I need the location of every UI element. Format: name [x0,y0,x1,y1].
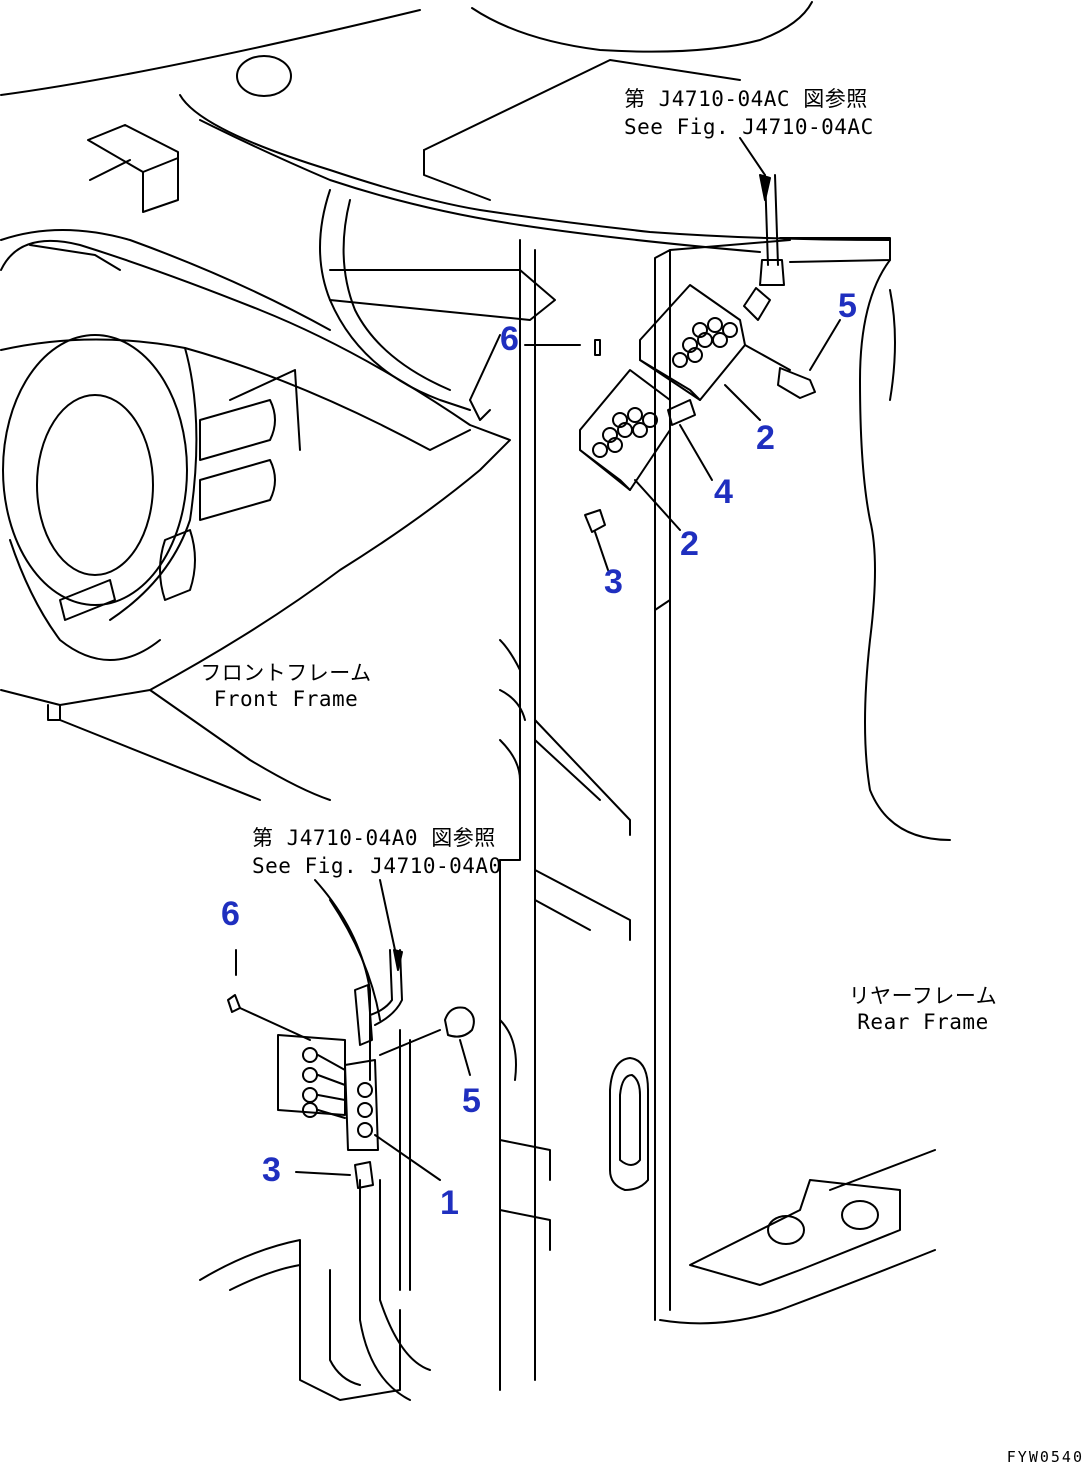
reference-note-upper-jp: 第 J4710-04AC 図参照 [624,87,868,111]
callout-6-upper: 6 [500,320,519,358]
leader-6-lower [235,949,311,1041]
drawing-code: FYW0540 [1006,1448,1084,1466]
rear-frame-side [859,259,951,841]
leader-5-upper [809,319,841,371]
ref-leader-lower [379,879,396,951]
plug-upper [584,509,606,533]
rear-frame-label-en: Rear Frame [857,1010,989,1034]
front-frame-label-en: Front Frame [213,687,359,711]
handle [609,1057,649,1191]
leader-2b-upper [634,479,681,531]
rear-frame-label-jp: リヤーフレーム [848,984,998,1008]
center-pillar-left [319,189,471,411]
callout-3-lower: 3 [262,1151,281,1189]
callout-1-lower: 1 [440,1184,459,1222]
front-frame-outline [0,239,511,706]
nipple-group-upper-b [592,407,658,458]
slot-2 [199,459,276,521]
leader-3-lower [295,1171,351,1176]
top-hood [0,9,741,151]
axle-hole-outer [2,334,188,606]
rear-frame-curve [659,1249,936,1325]
slot-1 [199,399,276,461]
lower-hose-left [314,879,371,1081]
leader-4-upper [679,424,713,481]
manifold-upper-b [579,369,671,491]
callout-4-upper: 4 [714,473,733,511]
hood-edge [179,94,891,241]
bracket-box [87,124,179,213]
fitting-upper [743,259,785,321]
reference-note-upper-en: See Fig. J4710-04AC [624,115,874,139]
leader-3-upper [594,531,609,571]
nipple-group-upper-a [672,317,738,368]
manifold-lower [344,1059,379,1151]
bracket-lower [277,1034,346,1116]
fitting-lower [354,984,373,1046]
slot-3 [159,529,196,601]
callout-6-lower: 6 [221,895,240,933]
plug-lower [354,1161,374,1189]
ref-leader-upper [739,137,766,176]
callout-5-upper: 5 [838,287,857,325]
axle-hole-inner [36,394,154,576]
front-frame-plate [0,338,471,451]
front-frame-label-jp: フロントフレーム [200,661,372,685]
callout-3-upper: 3 [604,563,623,601]
leader-6-upper [469,334,581,401]
connector-upper [667,399,696,426]
callout-5-lower: 5 [462,1082,481,1120]
lower-frame [199,1239,401,1401]
rear-frame-outline [654,249,671,611]
hitch-teeth [534,719,631,941]
top-hole [236,55,292,97]
leader-5-lower [459,1039,471,1076]
slot-4 [59,579,116,621]
callout-2a-upper: 2 [756,419,775,457]
bolt-lower [379,1006,475,1056]
hose-lower [369,949,403,1026]
pin-hole-2 [841,1200,879,1230]
reference-note-lower-en: See Fig. J4710-04A0 [252,854,502,878]
leader-2a-upper [724,384,761,421]
callout-2b-upper: 2 [680,525,699,563]
bolt-upper [744,344,816,399]
reference-note-lower-jp: 第 J4710-04A0 図参照 [252,826,496,850]
leader-1-lower [374,1134,441,1181]
top-arc [471,1,813,53]
pin-hole-1 [767,1215,805,1245]
